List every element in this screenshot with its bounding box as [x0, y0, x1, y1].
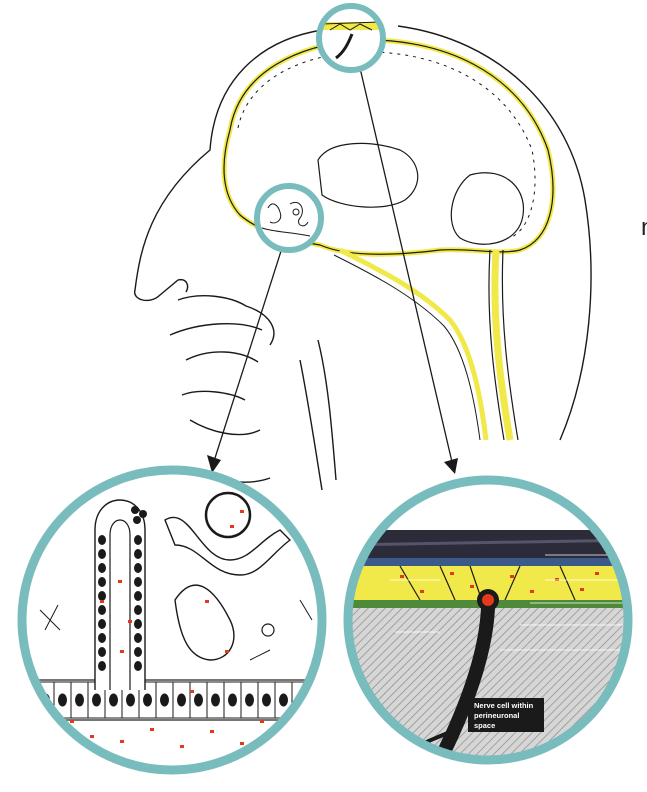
callout-label-line1: Nerve cell within — [474, 701, 534, 710]
magnifier-ring-meninges: Nerve cell within perineuronal space — [340, 480, 640, 787]
magnifier-ring-mid — [257, 186, 321, 250]
magnifier-ring-top — [318, 6, 384, 70]
callout-label-line3: space — [474, 721, 495, 730]
callout-label-line2: perineuronal — [474, 711, 519, 720]
arrow-left — [207, 248, 282, 473]
magnifier-ring-epithelium — [20, 470, 343, 770]
edge-text: n — [641, 214, 647, 242]
